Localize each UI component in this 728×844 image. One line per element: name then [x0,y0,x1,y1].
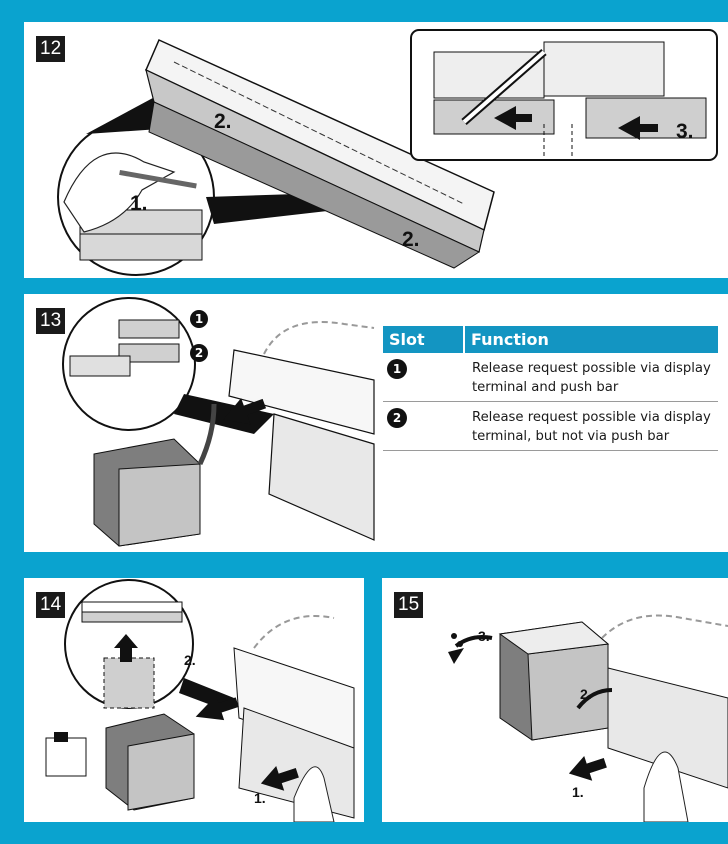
step-12-callout-3: 3. [676,120,694,143]
slot-column-header: Slot [383,326,465,353]
slot-function-table: Slot Function 1 Release request possible… [383,326,718,451]
step-15-callout-2: 2. [580,686,592,702]
table-row: 2 Release request possible via display t… [383,401,718,451]
step-15-callout-3: 3. [478,628,490,644]
slot-2-function: Release request possible via display ter… [464,401,718,451]
table-row: 1 Release request possible via display t… [383,353,718,402]
step-12-callout-2a: 2. [214,110,232,133]
step-15-illustration [448,614,728,822]
step-12-callout-2b: 2. [402,228,420,251]
step-12-illustration [57,29,718,276]
step-13-illustration [62,297,375,547]
step-14-callout-2: 2. [184,652,196,668]
step-14-illustration [45,579,355,822]
step-14-callout-1: 1. [254,790,266,806]
step-12-number: 12 [36,36,66,62]
step-15-callout-1: 1. [572,784,584,800]
step-12-panel: 12 2. 1. 2. 3. [24,22,728,278]
step-12-callout-1: 1. [130,192,148,215]
step-13-marker-2: 2 [190,344,208,362]
step-13-number: 13 [36,308,66,334]
step-14-panel: 14 2. 1. [24,578,364,822]
function-column-header: Function [464,326,718,353]
slot-1-function: Release request possible via display ter… [464,353,718,402]
step-13-marker-1: 1 [190,310,208,328]
step-15-number: 15 [394,592,424,618]
step-14-number: 14 [36,592,66,618]
table-header-row: Slot Function [383,326,718,353]
step-15-panel: 15 3. 2. 1. [382,578,728,822]
slot-1-marker: 1 [387,359,407,379]
slot-2-marker: 2 [387,408,407,428]
